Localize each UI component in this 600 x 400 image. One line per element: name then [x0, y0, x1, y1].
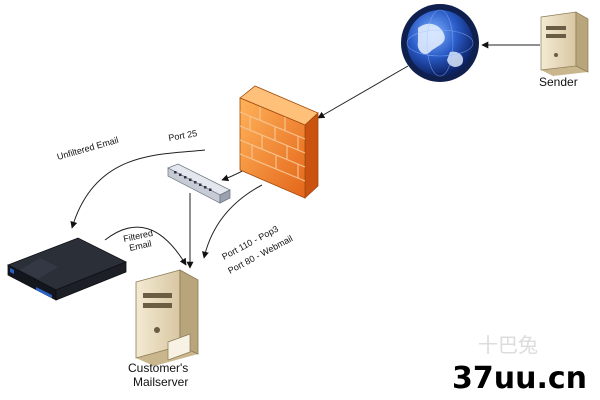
sender-label: Sender: [539, 75, 578, 89]
filter-appliance-icon: [7, 237, 127, 301]
arrow-pop3-webmail: [201, 184, 263, 259]
arrow-filtered-to-mailserver: [104, 226, 187, 266]
customer-mailserver-line1: Customer's: [128, 361, 188, 375]
customer-mailserver-line2: Mailserver: [133, 375, 188, 389]
firewall-icon: [239, 85, 319, 199]
port-25-label: Port 25: [168, 128, 198, 143]
arrow-internet-to-firewall: [317, 65, 409, 119]
unfiltered-email-label: Unfiltered Email: [56, 135, 120, 162]
filtered-email-label: Filtered Email: [122, 227, 158, 253]
watermark-faint: 十巴兔: [478, 333, 538, 357]
mailserver-icon: [135, 269, 199, 366]
customer-mailserver-label: Customer's Mailserver: [128, 361, 192, 389]
sender-server-icon: [540, 11, 589, 76]
filtered-email-line2: Email: [128, 238, 152, 252]
internet-globe-icon: [401, 4, 479, 82]
network-switch-icon: [167, 163, 231, 204]
watermark-text: 37uu.cn: [452, 361, 587, 396]
arrow-unfiltered-to-filter: [70, 149, 206, 229]
